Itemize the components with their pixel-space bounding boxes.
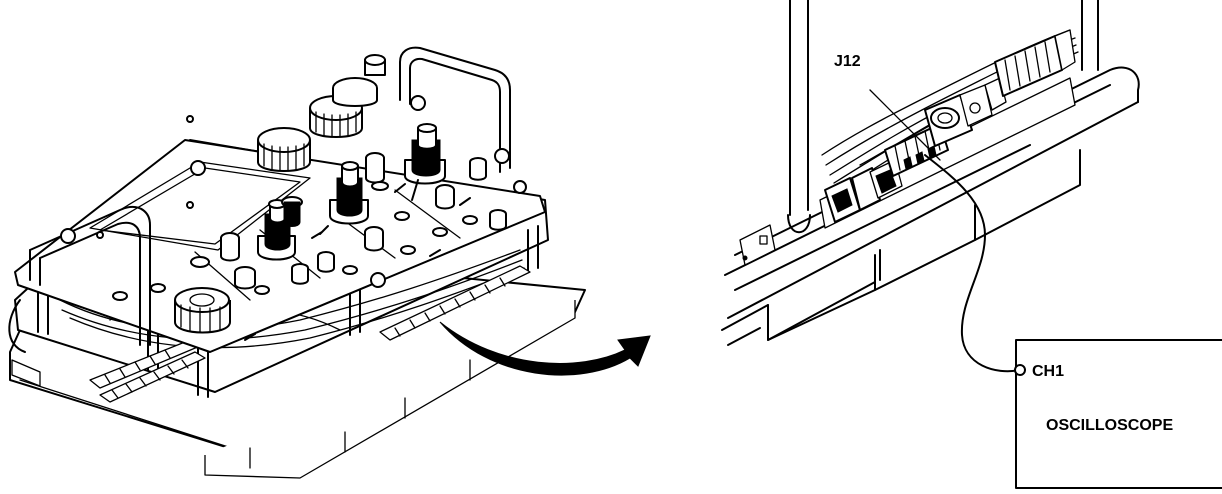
detail-view	[721, 0, 1222, 489]
large-knob-2	[257, 127, 311, 172]
oscilloscope-label: OSCILLOSCOPE	[1046, 417, 1173, 434]
ch1-input-jack	[1014, 364, 1026, 376]
oscilloscope-box	[1014, 339, 1222, 489]
pointer-knob-2	[329, 161, 369, 225]
large-knob-3	[174, 287, 231, 334]
test-lead	[924, 154, 1021, 373]
transition-arrow	[439, 321, 651, 376]
pointer-knob-1	[404, 123, 446, 201]
j12-label: J12	[834, 53, 861, 70]
chassis-assembly	[8, 46, 586, 479]
ch1-label: CH1	[1032, 363, 1064, 380]
